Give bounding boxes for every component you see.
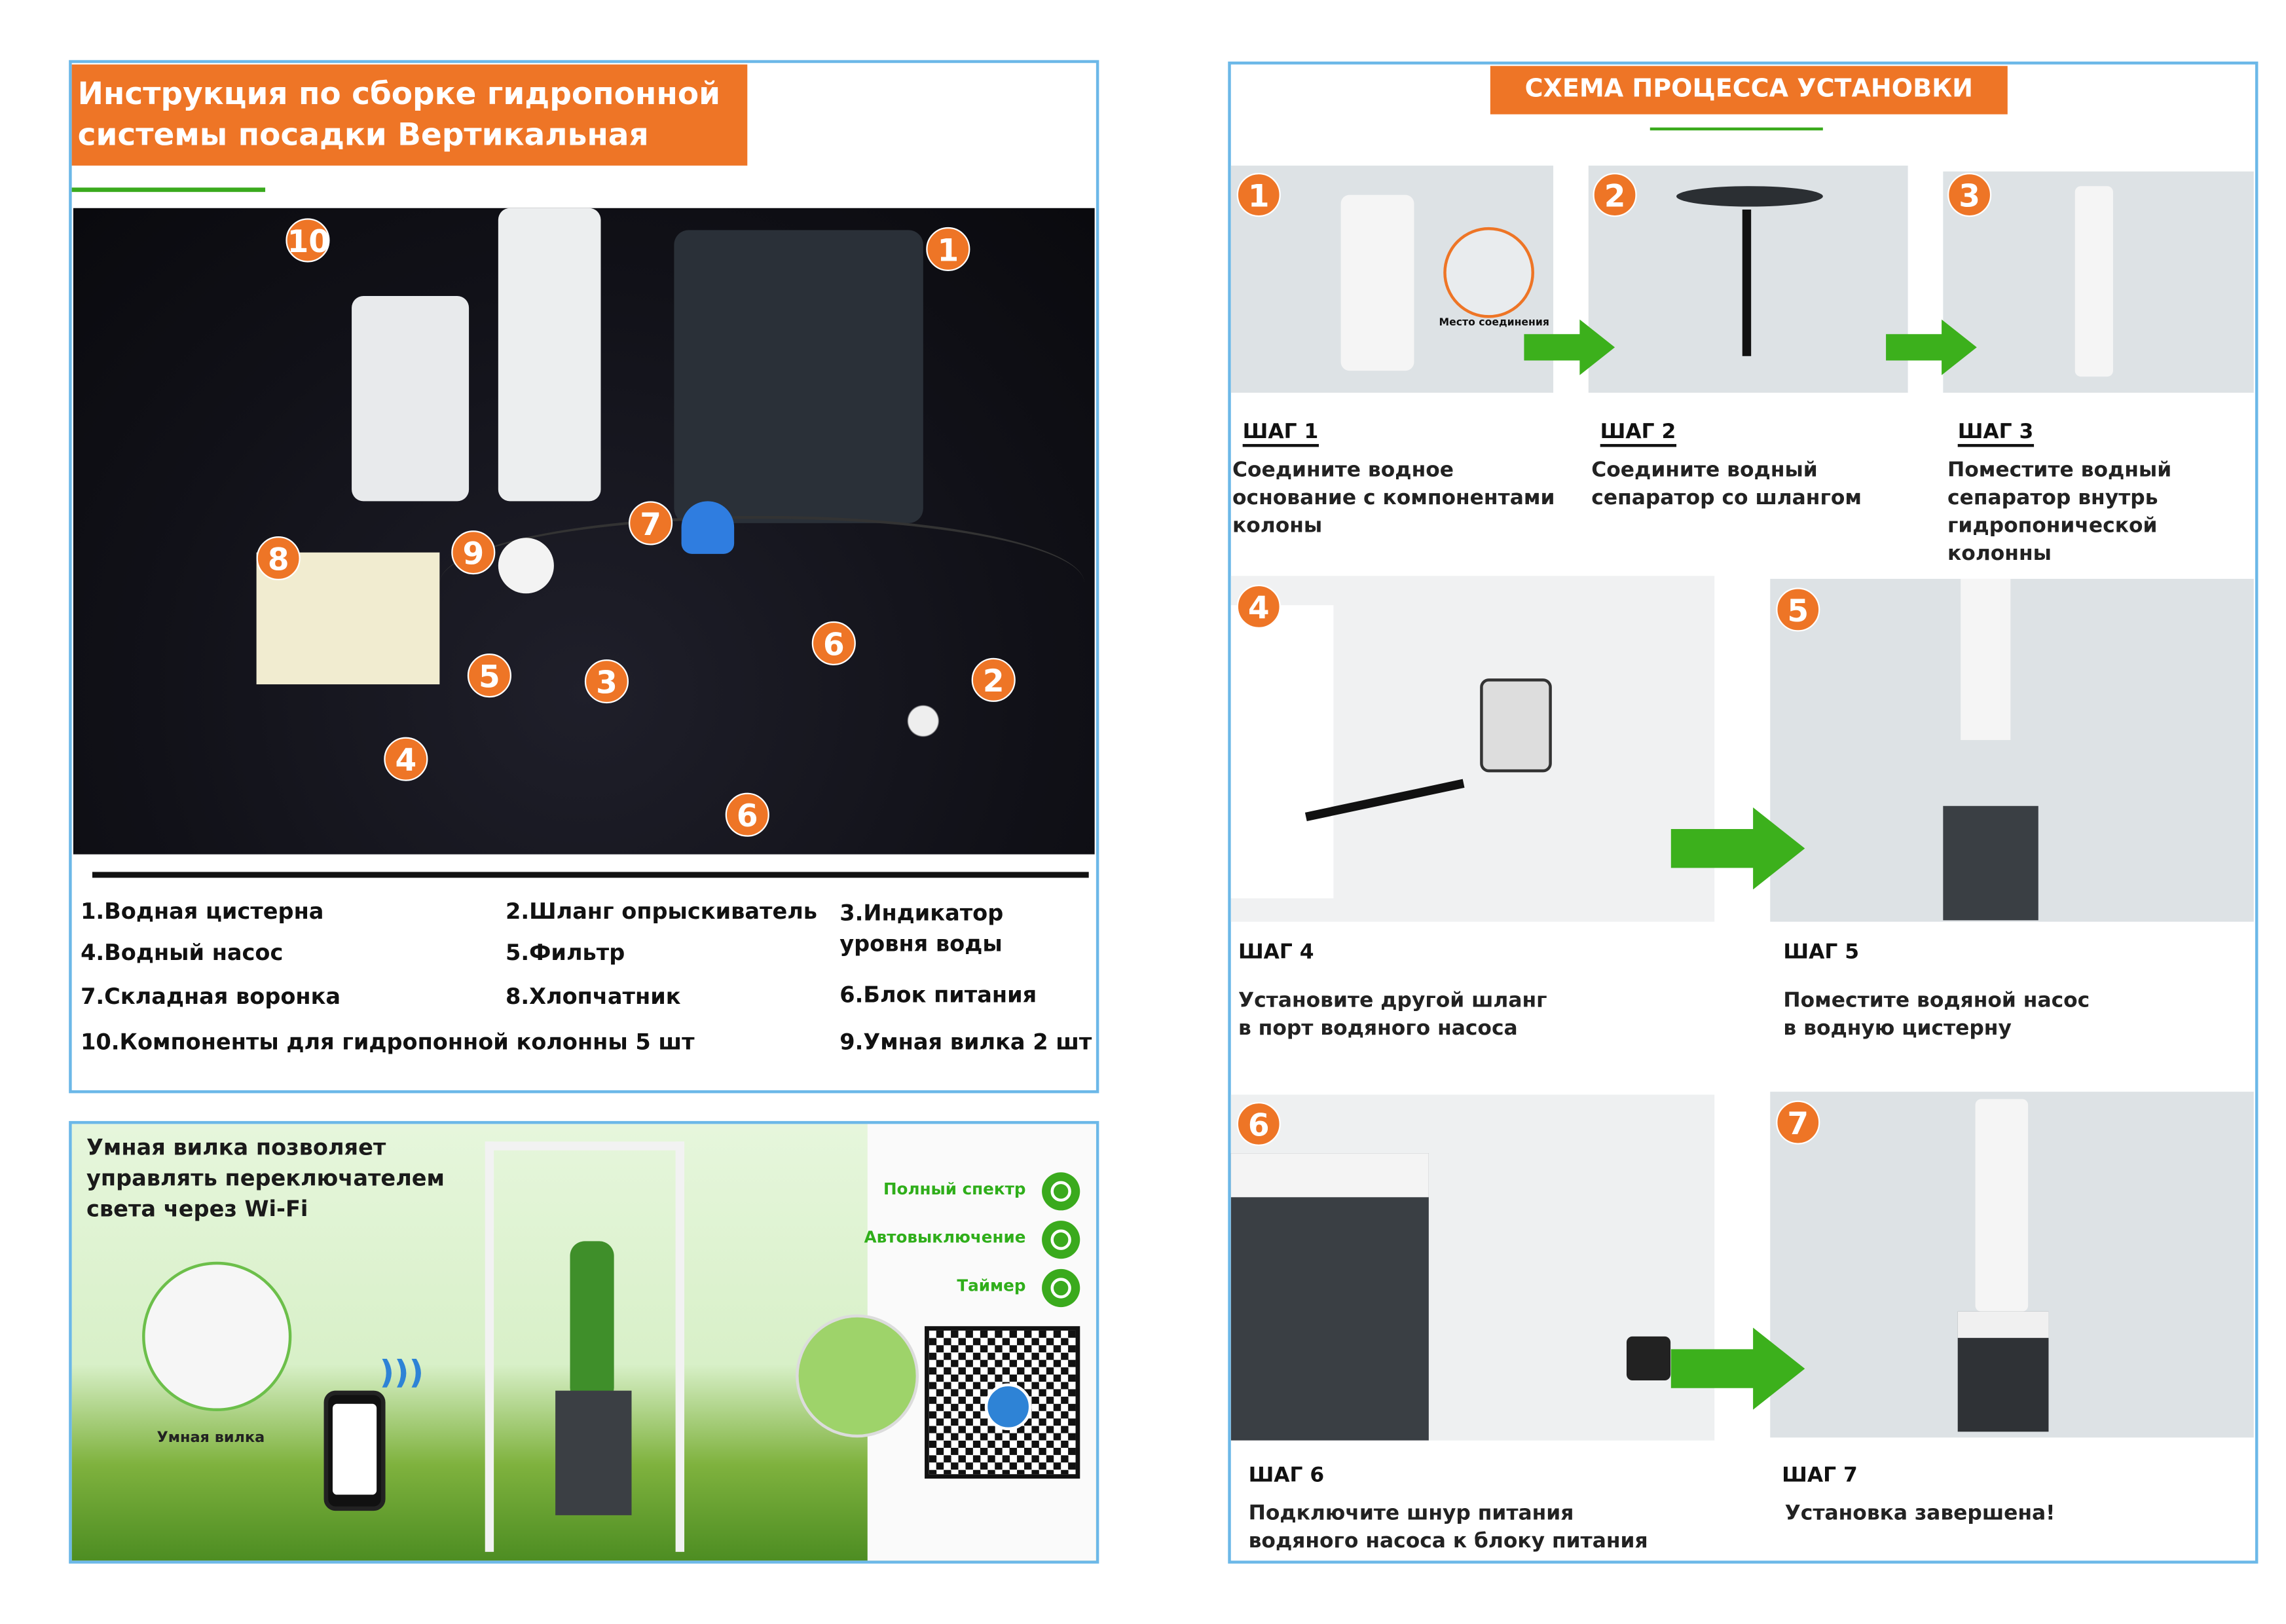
qr-code[interactable] (925, 1326, 1080, 1479)
funnel-image (681, 501, 735, 554)
arrow-right-icon (1670, 1327, 1805, 1410)
marker-9: 9 (451, 530, 496, 575)
marker-10: 10 (286, 218, 330, 263)
feature-auto-off: Автовыключение (864, 1228, 1026, 1247)
installation-panel: СХЕМА ПРОЦЕССА УСТАНОВКИ Место соединени… (1228, 61, 2258, 1564)
arrow-right-icon (1886, 319, 1977, 375)
step-3-badge: 3 (1947, 173, 1992, 217)
marker-8: 8 (256, 536, 301, 581)
timer-icon (1042, 1268, 1080, 1308)
column-component-image (352, 296, 470, 502)
marker-1: 1 (926, 227, 970, 271)
installation-title: СХЕМА ПРОЦЕССА УСТАНОВКИ (1490, 65, 2008, 115)
marker-6: 6 (811, 621, 856, 665)
legend-item: 2.Шланг опрыскиватель (506, 898, 818, 925)
arrow-right-icon (1524, 319, 1615, 375)
legend-item: 5.Фильтр (506, 939, 625, 966)
step-6-image (1230, 1094, 1715, 1441)
step-1-image: Место соединения (1230, 165, 1554, 393)
step-5-badge: 5 (1776, 587, 1820, 632)
step-1-badge: 1 (1236, 173, 1281, 217)
step-4-label: ШАГ 4 (1238, 940, 1314, 965)
power-icon (1042, 1221, 1080, 1259)
step-1-desc: Соедините водное основание с компонентам… (1232, 458, 1555, 538)
tower-tank-image (555, 1390, 632, 1515)
marker-6b: 6 (725, 792, 769, 837)
feature-full-spectrum: Полный спектр (883, 1179, 1026, 1199)
legend-item: 7.Складная воронка (81, 983, 341, 1010)
step-2-label: ШАГ 2 (1600, 420, 1676, 447)
step-4-desc: Установите другой шланг в порт водяного … (1238, 989, 1547, 1041)
legend-item: 4.Водный насос (81, 939, 284, 966)
legend-item: 6.Блок питания (839, 982, 1037, 1008)
smart-plug-headline: Умная вилка позволяет управлять переключ… (86, 1134, 445, 1223)
step-6-desc: Подключите шнур питания водяного насоса … (1248, 1502, 1648, 1554)
step-5-label: ШАГ 5 (1783, 940, 1860, 965)
marker-3: 3 (584, 659, 629, 704)
legend-item: 1.Водная цистерна (81, 898, 324, 925)
step-3-label: ШАГ 3 (1957, 420, 2034, 447)
marker-7: 7 (629, 501, 673, 545)
components-photo: 10 1 7 8 9 5 3 6 2 4 6 (73, 208, 1095, 855)
legend-item: 9.Умная вилка 2 шт (839, 1028, 1092, 1056)
grow-tower-image (570, 1241, 614, 1403)
arrow-right-icon (1670, 807, 1805, 890)
grow-frame-image (485, 1141, 685, 1552)
step-5-image (1770, 578, 2254, 922)
step-7-desc: Установка завершена! (1784, 1502, 2056, 1526)
step-6-label: ШАГ 6 (1248, 1464, 1325, 1488)
components-panel: Инструкция по сборке гидропонной системы… (69, 60, 1099, 1094)
smart-plug-circle (142, 1261, 292, 1412)
legend-item: 8.Хлопчатник (506, 983, 681, 1010)
column-component-image (498, 208, 601, 502)
step-3-image (1943, 171, 2254, 393)
marker-4: 4 (384, 737, 428, 781)
smart-plug-image (498, 538, 554, 594)
phone-image (323, 1390, 386, 1511)
title-underline (71, 187, 266, 193)
step-7-label: ШАГ 7 (1782, 1464, 1858, 1488)
lettuce-circle (796, 1314, 919, 1438)
step-7-badge: 7 (1776, 1100, 1820, 1145)
assembly-title: Инструкция по сборке гидропонной системы… (71, 64, 748, 193)
step-2-desc: Соедините водный сепаратор со шлангом (1591, 458, 1862, 510)
divider (92, 872, 1089, 878)
step-1-label: ШАГ 1 (1242, 420, 1319, 447)
sun-moon-icon (1042, 1172, 1080, 1211)
step-5-desc: Поместите водяной насос в водную цистерн… (1783, 989, 2090, 1041)
step-7-image (1770, 1092, 2254, 1438)
marker-2: 2 (971, 657, 1016, 702)
step-2-image (1588, 165, 1908, 393)
hose-image (439, 515, 1084, 651)
smart-plug-label: Умная вилка (157, 1430, 265, 1447)
legend-item: 10.Компоненты для гидропонной колонны 5 … (81, 1028, 695, 1056)
smart-plug-panel: Умная вилка позволяет управлять переключ… (69, 1120, 1099, 1564)
title-underline (1650, 127, 1823, 131)
sprayer-image (864, 676, 982, 766)
step-3-desc: Поместите водный сепаратор внутрь гидроп… (1947, 458, 2172, 566)
step-4-badge: 4 (1236, 584, 1281, 629)
water-tank-image (674, 230, 923, 523)
step-2-badge: 2 (1593, 173, 1637, 217)
marker-5: 5 (467, 654, 511, 698)
wifi-icon: ))) (379, 1355, 424, 1392)
feature-timer: Таймер (957, 1276, 1026, 1296)
connection-label: Место соединения (1439, 316, 1549, 329)
step-6-badge: 6 (1236, 1101, 1281, 1146)
step-4-image (1230, 576, 1715, 922)
legend-item: 3.Индикатор уровня воды (839, 900, 1004, 957)
